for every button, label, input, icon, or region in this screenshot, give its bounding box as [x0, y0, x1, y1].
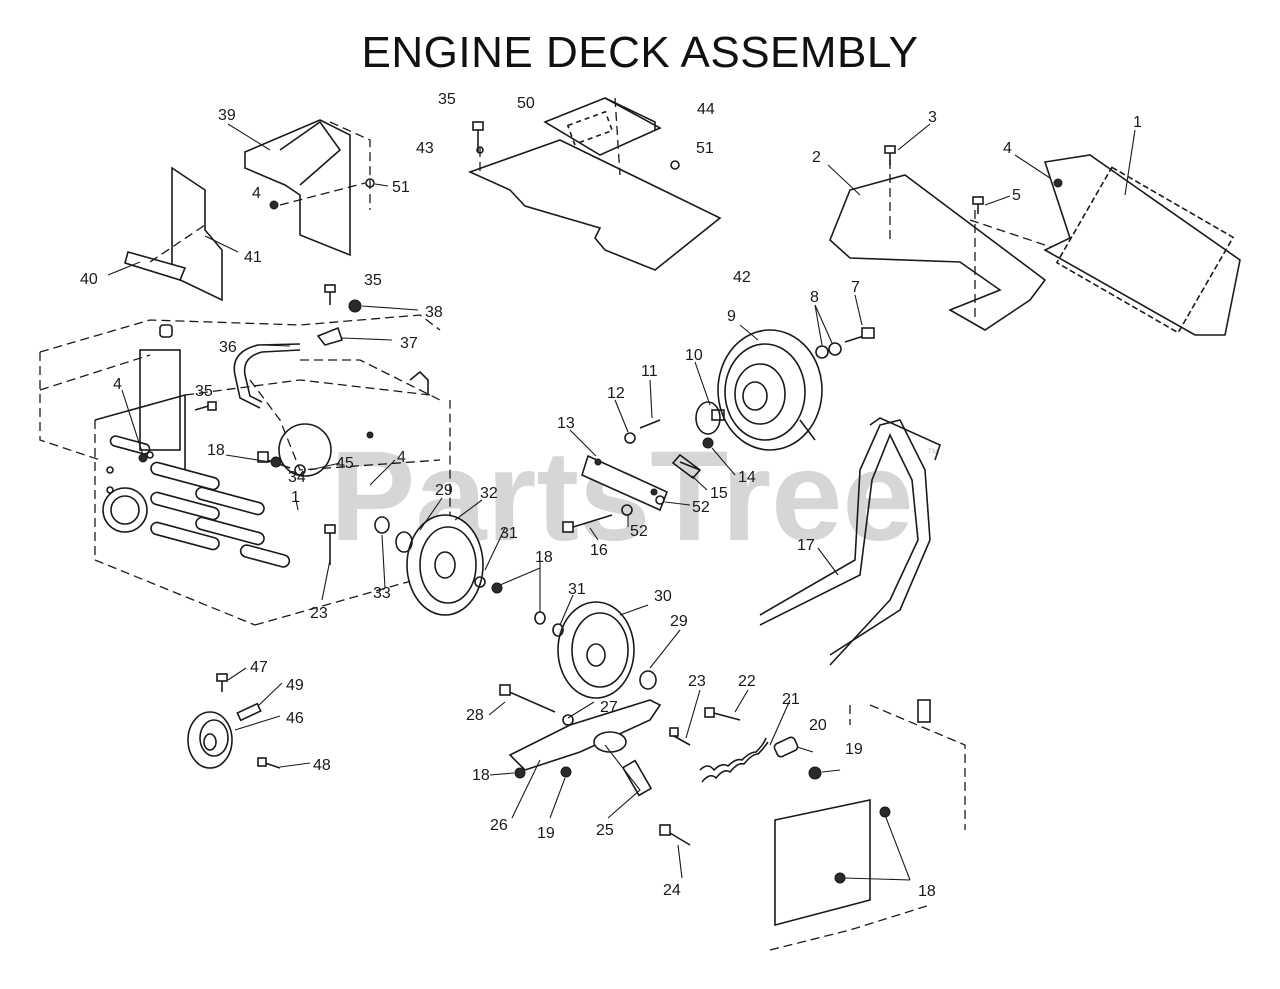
callout-4-b: 4: [113, 376, 122, 393]
callout-4-c: 4: [252, 185, 261, 202]
callout-10: 10: [685, 347, 703, 364]
callout-16: 16: [590, 542, 608, 559]
leader-lines: [107, 123, 1136, 881]
belt-17: [759, 417, 941, 666]
fasteners: [138, 121, 984, 846]
callout-3: 3: [928, 109, 937, 126]
callout-35-a: 35: [438, 91, 456, 108]
callout-20: 20: [809, 717, 827, 734]
callout-38: 38: [425, 304, 443, 321]
callout-33: 33: [373, 585, 391, 602]
callout-4: 4: [1003, 140, 1012, 157]
shield-1: [1043, 154, 1241, 336]
callout-11: 11: [641, 363, 658, 380]
bracket-13: [581, 437, 714, 512]
idler-pulley-30: [534, 601, 657, 699]
callout-9: 9: [727, 308, 736, 325]
callout-29-a: 29: [435, 482, 453, 499]
callout-45: 45: [336, 455, 354, 472]
callout-51-b: 51: [392, 179, 410, 196]
callout-49: 49: [286, 677, 304, 694]
plate-42: [467, 97, 722, 271]
callout-14: 14: [738, 469, 756, 486]
callout-31-b: 31: [568, 581, 586, 598]
callout-labels: 1 2 3 4 5 7 8 9 10 11 12 13 14 15 16 17 …: [80, 91, 1142, 900]
callout-47: 47: [250, 659, 268, 676]
callout-29-b: 29: [670, 613, 688, 630]
callout-35-c: 35: [195, 383, 213, 400]
idler-pulley-32: [374, 514, 484, 616]
callout-35-b: 35: [364, 272, 382, 289]
callout-40: 40: [80, 271, 98, 288]
callout-19-b: 19: [845, 741, 863, 758]
pulley-46: [187, 702, 262, 769]
callout-8: 8: [810, 289, 819, 306]
callout-13: 13: [557, 415, 575, 432]
callout-30: 30: [654, 588, 672, 605]
clutch-pulley-9: [695, 329, 823, 451]
callout-12: 12: [607, 385, 625, 402]
callout-48: 48: [313, 757, 331, 774]
callout-34: 34: [288, 469, 306, 486]
callout-17: 17: [797, 537, 815, 554]
callout-18-c: 18: [472, 767, 490, 784]
callout-52-a: 52: [692, 499, 710, 516]
callout-7: 7: [851, 279, 860, 296]
callout-32: 32: [480, 485, 498, 502]
callout-27: 27: [600, 699, 618, 716]
bracket-39-41: [124, 119, 375, 302]
callout-1: 1: [1133, 114, 1142, 131]
callout-15: 15: [710, 485, 728, 502]
callout-28: 28: [466, 707, 484, 724]
diagram-title: ENGINE DECK ASSEMBLY: [361, 28, 919, 77]
callout-18-b: 18: [535, 549, 553, 566]
callout-2: 2: [812, 149, 821, 166]
callout-21: 21: [782, 691, 800, 708]
callout-42: 42: [733, 269, 751, 286]
callout-43: 43: [416, 140, 434, 157]
engine-deck-frame: [39, 314, 451, 626]
callout-22: 22: [738, 673, 756, 690]
callout-5: 5: [1012, 187, 1021, 204]
shield-2: [829, 160, 1061, 331]
lower-right-bracket: [769, 699, 966, 951]
callout-26: 26: [490, 817, 508, 834]
callout-4-d: 4: [397, 449, 406, 466]
idler-arm-26: [508, 699, 662, 797]
callout-19-a: 19: [537, 825, 555, 842]
callout-23-a: 23: [310, 605, 328, 622]
callout-46: 46: [286, 710, 304, 727]
callout-1-b: 1: [291, 489, 300, 506]
callout-31-a: 31: [500, 525, 518, 542]
callout-50: 50: [517, 95, 535, 112]
spring-21: [699, 736, 822, 783]
callout-41: 41: [244, 249, 262, 266]
callout-44: 44: [697, 101, 715, 118]
callout-37: 37: [400, 335, 418, 352]
shield-vent-slots: [1055, 166, 1235, 334]
callout-51-a: 51: [696, 140, 714, 157]
callout-52-b: 52: [630, 523, 648, 540]
callout-39: 39: [218, 107, 236, 124]
callout-36: 36: [219, 339, 237, 356]
callout-18-a: 18: [207, 442, 225, 459]
callout-18-d: 18: [918, 883, 936, 900]
callout-24: 24: [663, 882, 681, 899]
callout-25: 25: [596, 822, 614, 839]
callout-23-b: 23: [688, 673, 706, 690]
